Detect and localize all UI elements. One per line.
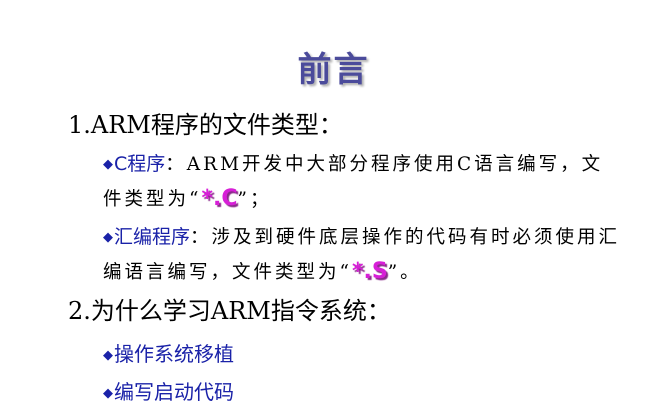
diamond-bullet-icon: ◆ bbox=[103, 348, 113, 363]
diamond-bullet-icon: ◆ bbox=[103, 157, 113, 172]
file-extension-c: *.C bbox=[201, 186, 238, 211]
diamond-bullet-icon: ◆ bbox=[103, 386, 113, 401]
list-item-c-program: ◆C程序：ARM开发中大部分程序使用C语言编写，文件类型为“*.C”； bbox=[103, 147, 623, 217]
file-extension-s: *.S bbox=[351, 259, 388, 284]
section-heading-why-arm: 2.为什么学习ARM指令系统： bbox=[68, 297, 391, 325]
diamond-bullet-icon: ◆ bbox=[103, 230, 113, 245]
item-text: ：涉及到硬件底层操作的代码有时必须使用汇编语言编写，文件类型为“ bbox=[103, 227, 621, 283]
item-text-end: ”。 bbox=[387, 262, 422, 283]
list-item-os-porting: ◆操作系统移植 bbox=[103, 340, 234, 370]
list-item-assembly-program: ◆汇编程序：涉及到硬件底层操作的代码有时必须使用汇编语言编写，文件类型为“*.S… bbox=[103, 220, 623, 290]
item-text: 操作系统移植 bbox=[114, 342, 234, 366]
item-lead-c-program: C程序 bbox=[114, 153, 166, 175]
item-lead-assembly-program: 汇编程序 bbox=[114, 226, 191, 248]
item-text: ：ARM开发中大部分程序使用C语言编写，文件类型为“ bbox=[103, 154, 604, 210]
item-text-end: ”； bbox=[237, 189, 272, 210]
item-text: 编写启动代码 bbox=[114, 380, 234, 404]
list-item-boot-code: ◆编写启动代码 bbox=[103, 378, 234, 408]
page-title: 前言 bbox=[297, 50, 370, 90]
section-heading-file-types: 1.ARM程序的文件类型： bbox=[68, 111, 343, 139]
